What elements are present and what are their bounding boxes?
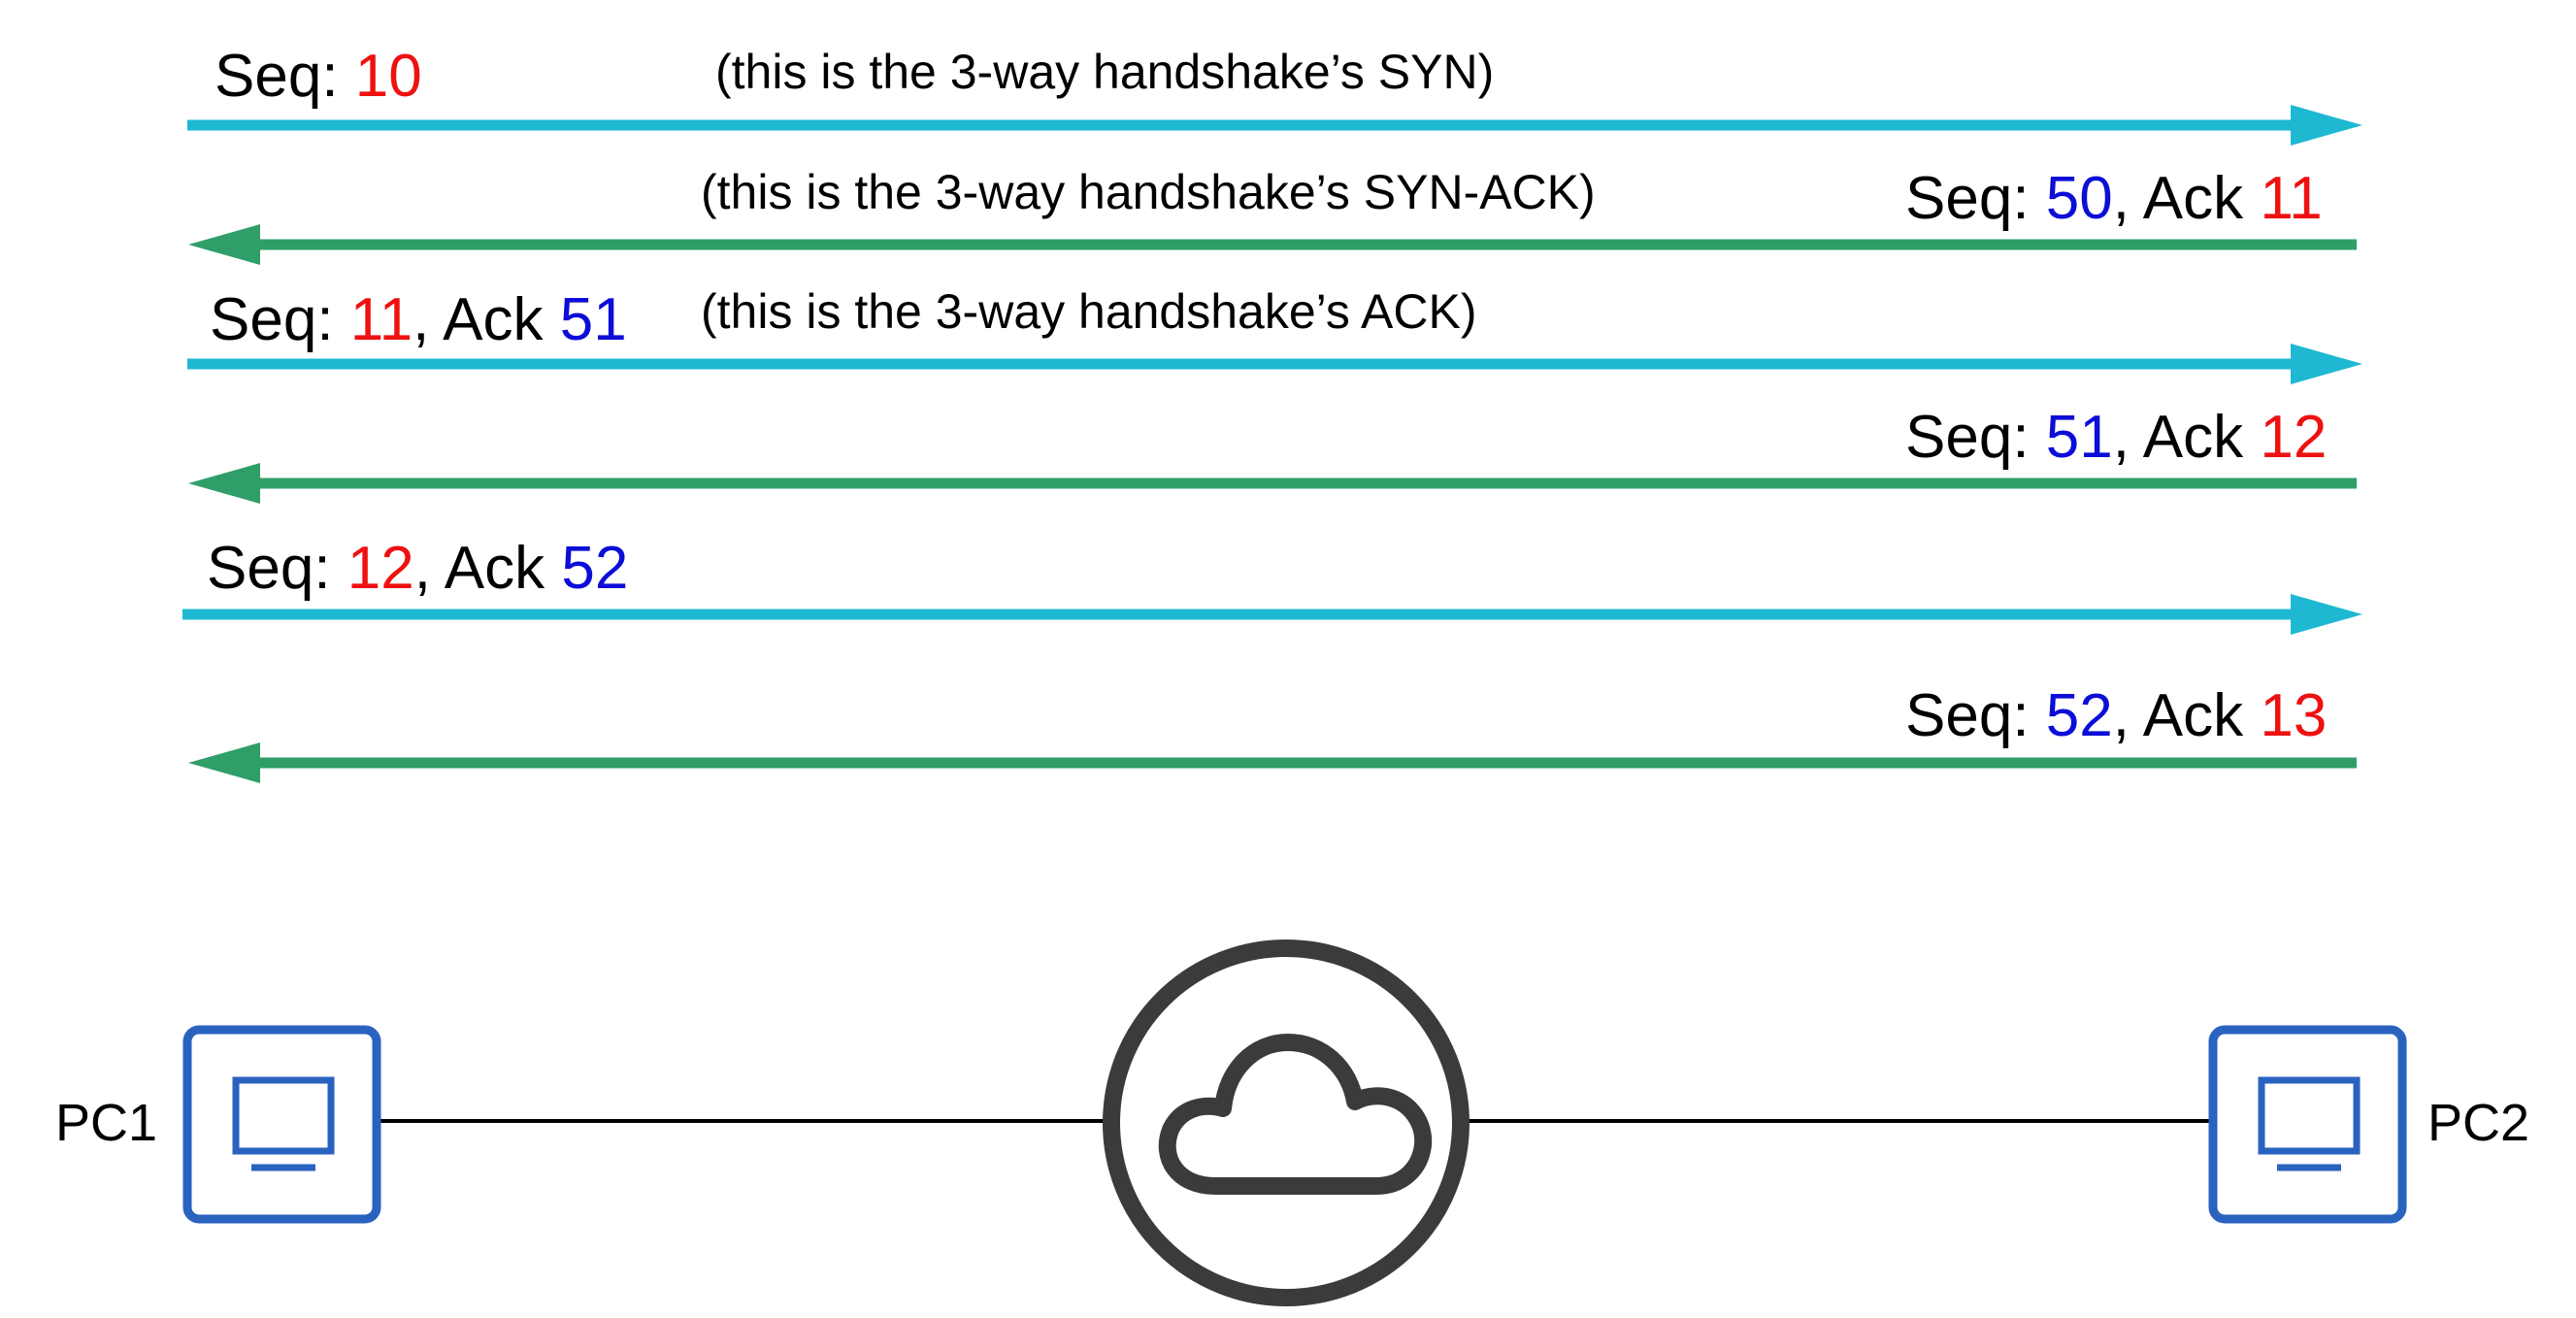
seq-value: 10 (354, 43, 422, 110)
ack-value: 13 (2260, 682, 2328, 749)
message-2-note: (this is the 3-way handshake’s SYN-ACK) (701, 165, 1596, 219)
message-5-label: Seq: 12, Ack 52 (207, 539, 628, 599)
pc2-label: PC2 (2427, 1094, 2530, 1152)
seq-prefix: Seq: (1905, 165, 2046, 232)
seq-value: 12 (347, 535, 414, 602)
ack-prefix: , Ack (413, 535, 562, 602)
seq-prefix: Seq: (1905, 682, 2046, 749)
message-3-label: Seq: 11, Ack 51 (210, 290, 627, 350)
ack-prefix: , Ack (2112, 165, 2261, 232)
ack-value: 52 (561, 535, 629, 602)
pc2-node (2208, 1025, 2407, 1224)
ack-value: 51 (559, 286, 627, 353)
arrow-6 (188, 742, 2357, 783)
ack-value: 11 (2260, 165, 2323, 232)
message-6-label: Seq: 52, Ack 13 (1905, 686, 2327, 746)
message-1-note: (this is the 3-way handshake’s SYN) (715, 45, 1495, 99)
message-4-label: Seq: 51, Ack 12 (1905, 408, 2327, 468)
message-1-label: Seq: 10 (215, 47, 422, 107)
seq-value: 50 (2045, 165, 2113, 232)
message-3-note: (this is the 3-way handshake’s ACK) (701, 284, 1477, 339)
seq-prefix: Seq: (207, 535, 347, 602)
seq-value: 11 (349, 286, 413, 353)
seq-prefix: Seq: (215, 43, 355, 110)
pc1-node (182, 1025, 381, 1224)
desktop-computer-icon (2258, 1076, 2361, 1171)
desktop-computer-icon (232, 1076, 335, 1171)
message-2-label: Seq: 50, Ack 11 (1905, 169, 2323, 229)
seq-value: 52 (2045, 682, 2113, 749)
network-node (1103, 939, 1470, 1306)
ack-value: 12 (2260, 404, 2328, 471)
seq-prefix: Seq: (210, 286, 350, 353)
ack-prefix: , Ack (2112, 682, 2261, 749)
seq-value: 51 (2045, 404, 2113, 471)
arrow-1 (187, 105, 2362, 146)
pc1-label: PC1 (55, 1094, 158, 1152)
arrow-3 (187, 344, 2362, 384)
arrow-5 (182, 594, 2362, 635)
arrow-2 (188, 224, 2357, 265)
cloud-icon (1158, 1034, 1433, 1195)
seq-prefix: Seq: (1905, 404, 2046, 471)
arrow-4 (188, 463, 2357, 504)
ack-prefix: , Ack (2112, 404, 2261, 471)
ack-prefix: , Ack (413, 286, 560, 353)
